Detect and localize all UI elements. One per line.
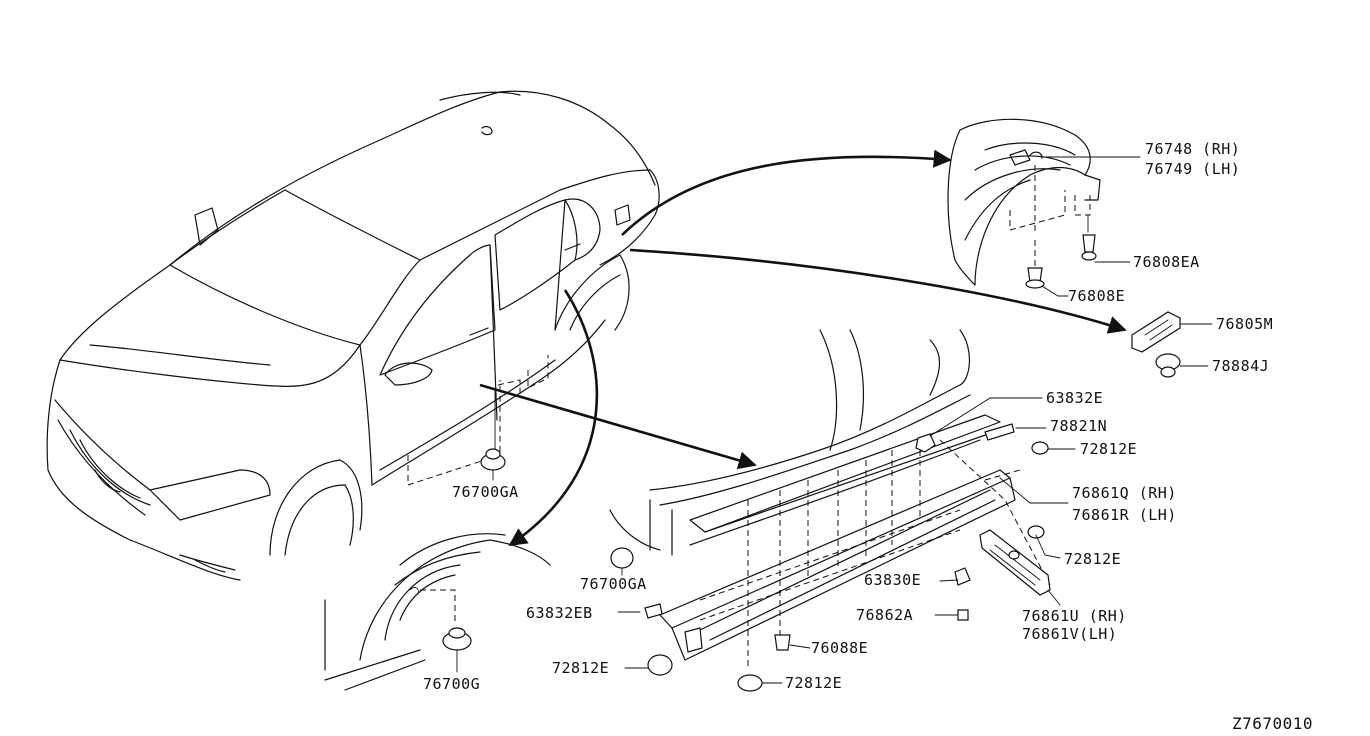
part-label-76861v-lh: 76861V(LH) bbox=[1022, 625, 1118, 643]
part-label-72812e-upper: 72812E bbox=[1080, 440, 1138, 458]
part-label-76861r-lh: 76861R (LH) bbox=[1072, 506, 1177, 524]
part-label-76808e: 76808E bbox=[1068, 287, 1126, 305]
part-label-76861q-rh: 76861Q (RH) bbox=[1072, 484, 1177, 502]
part-label-63830e: 63830E bbox=[864, 571, 922, 589]
part-label-78884j: 78884J bbox=[1212, 357, 1270, 375]
callout-arrows bbox=[479, 149, 1127, 547]
part-label-76805m: 76805M bbox=[1216, 315, 1274, 333]
clip-76700ga-illustration bbox=[480, 448, 506, 471]
part-label-76861u-rh: 76861U (RH) bbox=[1022, 607, 1127, 625]
part-label-76748-rh: 76748 (RH) bbox=[1145, 140, 1241, 158]
part-label-76808ea: 76808EA bbox=[1133, 253, 1200, 271]
part-label-63832eb: 63832EB bbox=[526, 604, 593, 622]
fender-fasteners bbox=[1025, 234, 1097, 289]
front-fender-liner-illustration bbox=[324, 533, 551, 691]
part-label-76700ga-car: 76700GA bbox=[452, 483, 519, 501]
part-label-76700g: 76700G bbox=[423, 675, 481, 693]
part-label-72812e-left: 72812E bbox=[552, 659, 610, 677]
sill-fasteners bbox=[610, 423, 1049, 692]
part-label-76700ga-sill: 76700GA bbox=[580, 575, 647, 593]
car-body-illustration bbox=[46, 90, 660, 581]
part-label-78821n: 78821N bbox=[1050, 417, 1108, 435]
side-sill-molding-illustration bbox=[609, 329, 1051, 670]
leader-lines bbox=[456, 156, 1213, 684]
bracket-illustration bbox=[1131, 311, 1181, 378]
end-bracket-illustration bbox=[979, 529, 1051, 596]
part-label-63832e: 63832E bbox=[1046, 389, 1104, 407]
wheel-house-liner-illustration bbox=[947, 118, 1101, 286]
part-label-76862a: 76862A bbox=[856, 606, 914, 624]
diagram-code: Z7670010 bbox=[1232, 714, 1314, 733]
part-label-76749-lh: 76749 (LH) bbox=[1145, 160, 1241, 178]
part-label-72812e-bracket: 72812E bbox=[1064, 550, 1122, 568]
part-label-72812e-bottom: 72812E bbox=[785, 674, 843, 692]
part-label-76088e: 76088E bbox=[811, 639, 869, 657]
